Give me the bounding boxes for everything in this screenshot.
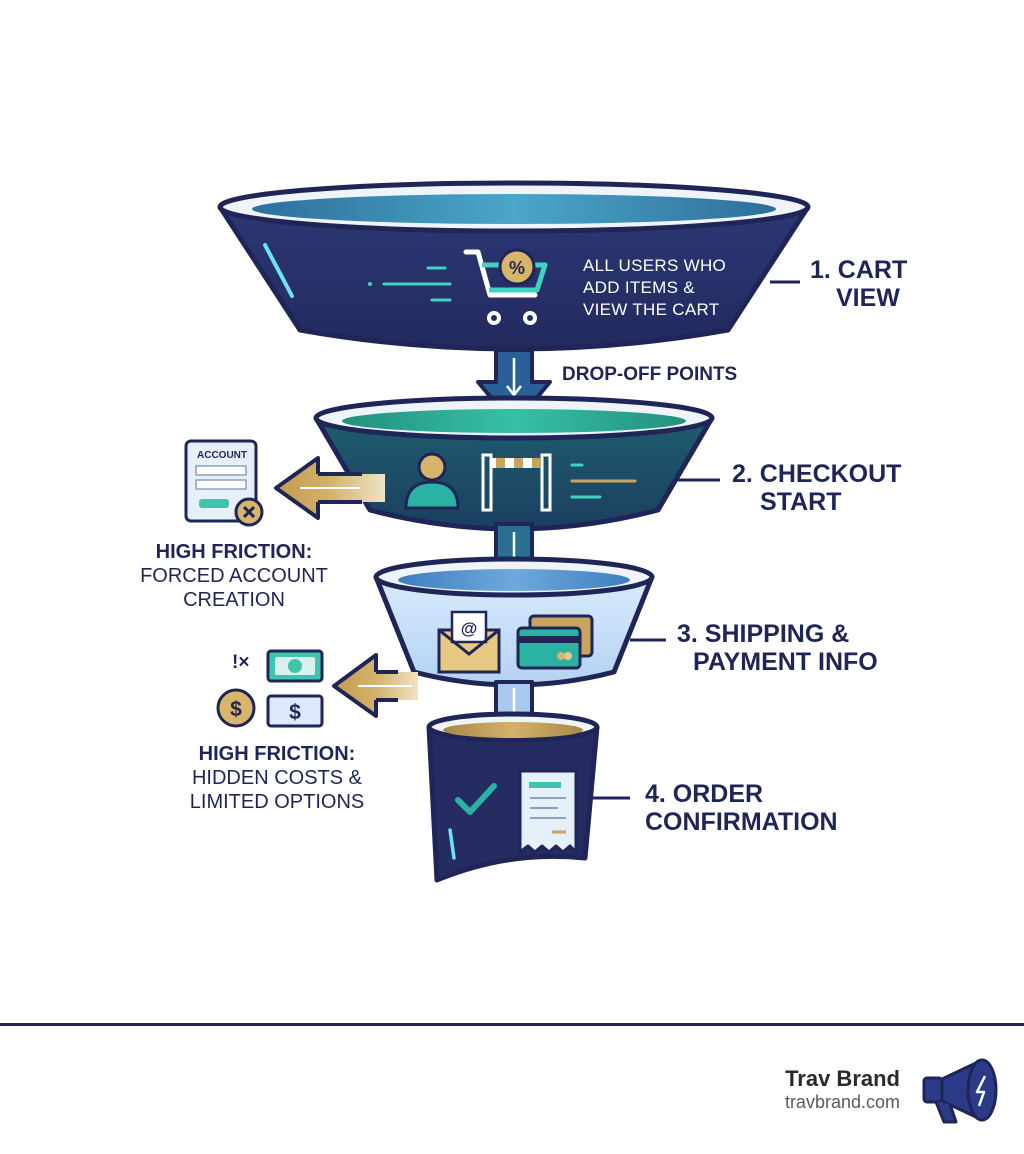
friction-2-line-1: HIDDEN COSTS & bbox=[191, 767, 363, 789]
checkmark-icon bbox=[455, 783, 497, 815]
svg-text:%: % bbox=[509, 258, 525, 278]
close-badge-icon bbox=[234, 497, 264, 527]
friction-arrow-2 bbox=[332, 653, 418, 718]
footer-divider bbox=[0, 1023, 1024, 1026]
account-card-label: ACCOUNT bbox=[197, 450, 247, 461]
friction-1-line-1: FORCED ACCOUNT bbox=[140, 565, 328, 587]
friction-2-title: HIGH FRICTION: bbox=[198, 743, 356, 765]
stage-1-description: ALL USERS WHO ADD ITEMS & VIEW THE CART bbox=[583, 255, 726, 321]
credit-card-icon bbox=[516, 614, 594, 670]
stage-1-label: 1. CART VIEW bbox=[810, 256, 907, 312]
stage-1-desc-line-1: ALL USERS WHO bbox=[583, 256, 727, 275]
friction-1-line-2: CREATION bbox=[183, 589, 285, 611]
brand-name: Trav Brand bbox=[785, 1066, 900, 1091]
friction-arrow-1 bbox=[274, 456, 385, 520]
money-bill-icon: $ bbox=[266, 649, 324, 728]
stage-1-desc-line-2: ADD ITEMS & bbox=[583, 278, 695, 297]
stage-1-label-line-2: VIEW bbox=[836, 284, 900, 312]
megaphone-icon bbox=[922, 1058, 998, 1124]
warning-mark: !× bbox=[232, 652, 250, 673]
stage-3-label-line-1: 3. SHIPPING & bbox=[677, 620, 850, 648]
percent-badge-icon: % bbox=[498, 248, 536, 286]
friction-2-line-2: LIMITED OPTIONS bbox=[189, 791, 365, 813]
user-icon bbox=[404, 452, 460, 510]
friction-note-2: HIGH FRICTION: HIDDEN COSTS & LIMITED OP… bbox=[170, 742, 384, 814]
stage-2-label-line-2: START bbox=[760, 488, 842, 516]
stage-2-label: 2. CHECKOUT START bbox=[732, 460, 901, 516]
friction-note-1: HIGH FRICTION: FORCED ACCOUNT CREATION bbox=[127, 540, 341, 612]
stage-3-label-line-2: PAYMENT INFO bbox=[693, 648, 878, 676]
funnel-stage-3 bbox=[373, 556, 655, 688]
stage-4-label-line-1: 4. ORDER bbox=[645, 780, 764, 808]
svg-text:$: $ bbox=[289, 701, 301, 724]
barrier-gate-icon bbox=[481, 453, 552, 512]
brand-url[interactable]: travbrand.com bbox=[784, 1092, 900, 1112]
stage-1-desc-line-3: VIEW THE CART bbox=[583, 300, 720, 319]
stage-3-label: 3. SHIPPING & PAYMENT INFO bbox=[677, 620, 878, 676]
stage-4-label: 4. ORDER CONFIRMATION bbox=[645, 780, 838, 836]
dollar-coin-icon: $ bbox=[216, 688, 256, 728]
email-envelope-icon: @ bbox=[437, 610, 501, 674]
stage-2-label-line-1: 2. CHECKOUT bbox=[732, 460, 902, 488]
svg-text:@: @ bbox=[461, 619, 478, 638]
account-form-icon bbox=[184, 439, 258, 523]
drop-off-label: DROP-OFF POINTS bbox=[562, 364, 738, 385]
stage-4-label-line-2: CONFIRMATION bbox=[645, 808, 838, 836]
stage-1-label-line-1: 1. CART bbox=[810, 256, 908, 284]
receipt-icon bbox=[518, 769, 578, 854]
friction-1-title: HIGH FRICTION: bbox=[155, 541, 313, 563]
svg-text:$: $ bbox=[230, 698, 242, 721]
